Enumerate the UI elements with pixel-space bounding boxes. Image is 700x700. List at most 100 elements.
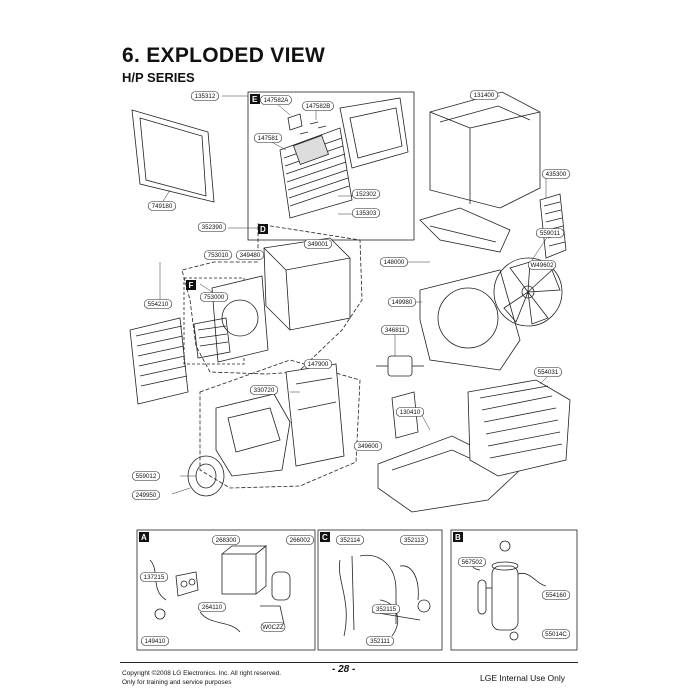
part-tag-753010	[203, 250, 233, 260]
louvers	[287, 113, 327, 135]
footer-copyright: Copyright ©2008 LG Electronics. Inc. All…	[122, 670, 282, 677]
section-tags: E D F A C B	[139, 94, 463, 542]
part-tag-352111	[365, 636, 395, 646]
part-number-147582A: 147582A	[264, 97, 290, 104]
section-tag-e: E	[252, 95, 258, 104]
partition-panel	[285, 363, 345, 467]
part-tag-147900	[303, 359, 333, 369]
part-tag-264110	[197, 602, 227, 612]
part-tag-559011	[535, 228, 565, 238]
part-number-147581: 147581	[258, 135, 279, 142]
gasket-frame	[131, 109, 215, 203]
part-tag-554160	[541, 590, 571, 600]
condenser-fan	[493, 257, 563, 327]
part-tag-352114	[335, 535, 365, 545]
part-number-266002: 266002	[290, 537, 311, 544]
part-number-352390: 352390	[202, 224, 223, 231]
section-box-b	[450, 529, 578, 651]
part-number-264110: 264110	[202, 604, 223, 611]
motor-bracket	[391, 391, 419, 439]
part-number-749180: 749180	[152, 203, 173, 210]
part-tag-352390	[197, 222, 227, 232]
part-tag-147582B	[302, 101, 334, 111]
part-labels: 135312 749180 147582A 147582B 147581 152302 13…	[136, 92, 568, 645]
part-number-W0CZZ: W0CZZ	[262, 624, 284, 631]
control-box	[263, 237, 351, 331]
section-tag-b: B	[455, 533, 461, 542]
part-number-559011: 559011	[540, 230, 561, 237]
part-number-135312: 135312	[195, 93, 216, 100]
section-region-lower	[199, 359, 361, 489]
part-number-349480: 349480	[240, 252, 261, 259]
part-number-149410: 149410	[145, 638, 166, 645]
part-number-249950: 249950	[136, 492, 157, 499]
part-tag-349001	[303, 239, 333, 249]
section-tag-c: C	[322, 533, 328, 542]
part-number-554031: 554031	[538, 369, 559, 376]
part-number-352115: 352115	[376, 606, 397, 613]
control-parts	[149, 545, 291, 633]
part-number-349600: 349600	[358, 443, 379, 450]
part-number-147900: 147900	[308, 361, 329, 368]
part-tag-W0CZZ	[260, 622, 286, 632]
section-box-c	[317, 529, 443, 651]
part-tag-330720	[249, 385, 279, 395]
part-number-W49602: W49602	[530, 262, 554, 269]
part-number-131400: 131400	[474, 92, 495, 99]
part-number-130410: 130410	[400, 409, 421, 416]
part-tag-152302	[351, 189, 381, 199]
part-tag-148000	[379, 257, 409, 267]
evaporator-coil	[129, 317, 189, 405]
footer-copyright-block: Copyright ©2008 LG Electronics. Inc. All…	[122, 669, 281, 687]
section-region-d	[181, 223, 363, 375]
side-grille	[539, 193, 567, 259]
part-number-753000: 753000	[204, 294, 225, 301]
part-tag-249950	[131, 490, 161, 500]
part-tag-435300	[541, 169, 571, 179]
part-tag-55014C	[541, 629, 571, 639]
fan-motor	[376, 355, 424, 377]
part-tag-346811	[380, 325, 410, 335]
refrigerant-piping	[338, 554, 431, 637]
part-tag-554210	[143, 299, 173, 309]
part-tag-147581	[253, 133, 283, 143]
page-number: - 28 -	[332, 664, 356, 675]
air-guide	[419, 207, 511, 253]
part-tag-135303	[351, 208, 381, 218]
part-tag-266002	[285, 535, 315, 545]
part-tag-149410	[140, 636, 170, 646]
part-number-554210: 554210	[148, 301, 169, 308]
part-number-346811: 346811	[385, 327, 406, 334]
part-tag-W49602	[527, 260, 557, 270]
part-number-268300: 268300	[216, 537, 237, 544]
section-box-a	[136, 529, 316, 651]
part-tag-349600	[353, 441, 383, 451]
part-tag-352115	[371, 604, 401, 614]
section-tag-a: A	[141, 533, 147, 542]
part-label-tags	[131, 90, 571, 646]
part-number-330720: 330720	[254, 387, 275, 394]
part-number-55014C: 55014C	[545, 631, 567, 638]
part-number-567502: 567502	[462, 559, 483, 566]
heater-assembly	[193, 317, 231, 359]
part-tag-554031	[533, 367, 563, 377]
part-number-352113: 352113	[404, 537, 425, 544]
section-tag-d: D	[260, 225, 266, 234]
part-number-352114: 352114	[340, 537, 361, 544]
cabinet	[429, 91, 541, 209]
page-subtitle: H/P SERIES	[122, 70, 195, 85]
part-tag-149980	[387, 297, 417, 307]
front-grille	[279, 127, 353, 219]
footer-rule	[120, 662, 578, 663]
part-tag-567502	[457, 557, 487, 567]
part-tag-753000	[199, 292, 229, 302]
part-number-147582B: 147582B	[306, 103, 331, 110]
orifice	[419, 269, 521, 371]
part-number-152302: 152302	[356, 191, 377, 198]
part-tag-147582A	[260, 95, 292, 105]
footer-usage: Only for training and service purposes	[122, 679, 232, 686]
part-number-435300: 435300	[546, 171, 567, 178]
compressor	[461, 540, 547, 641]
footer-internal-use: LGE Internal Use Only	[480, 673, 566, 683]
